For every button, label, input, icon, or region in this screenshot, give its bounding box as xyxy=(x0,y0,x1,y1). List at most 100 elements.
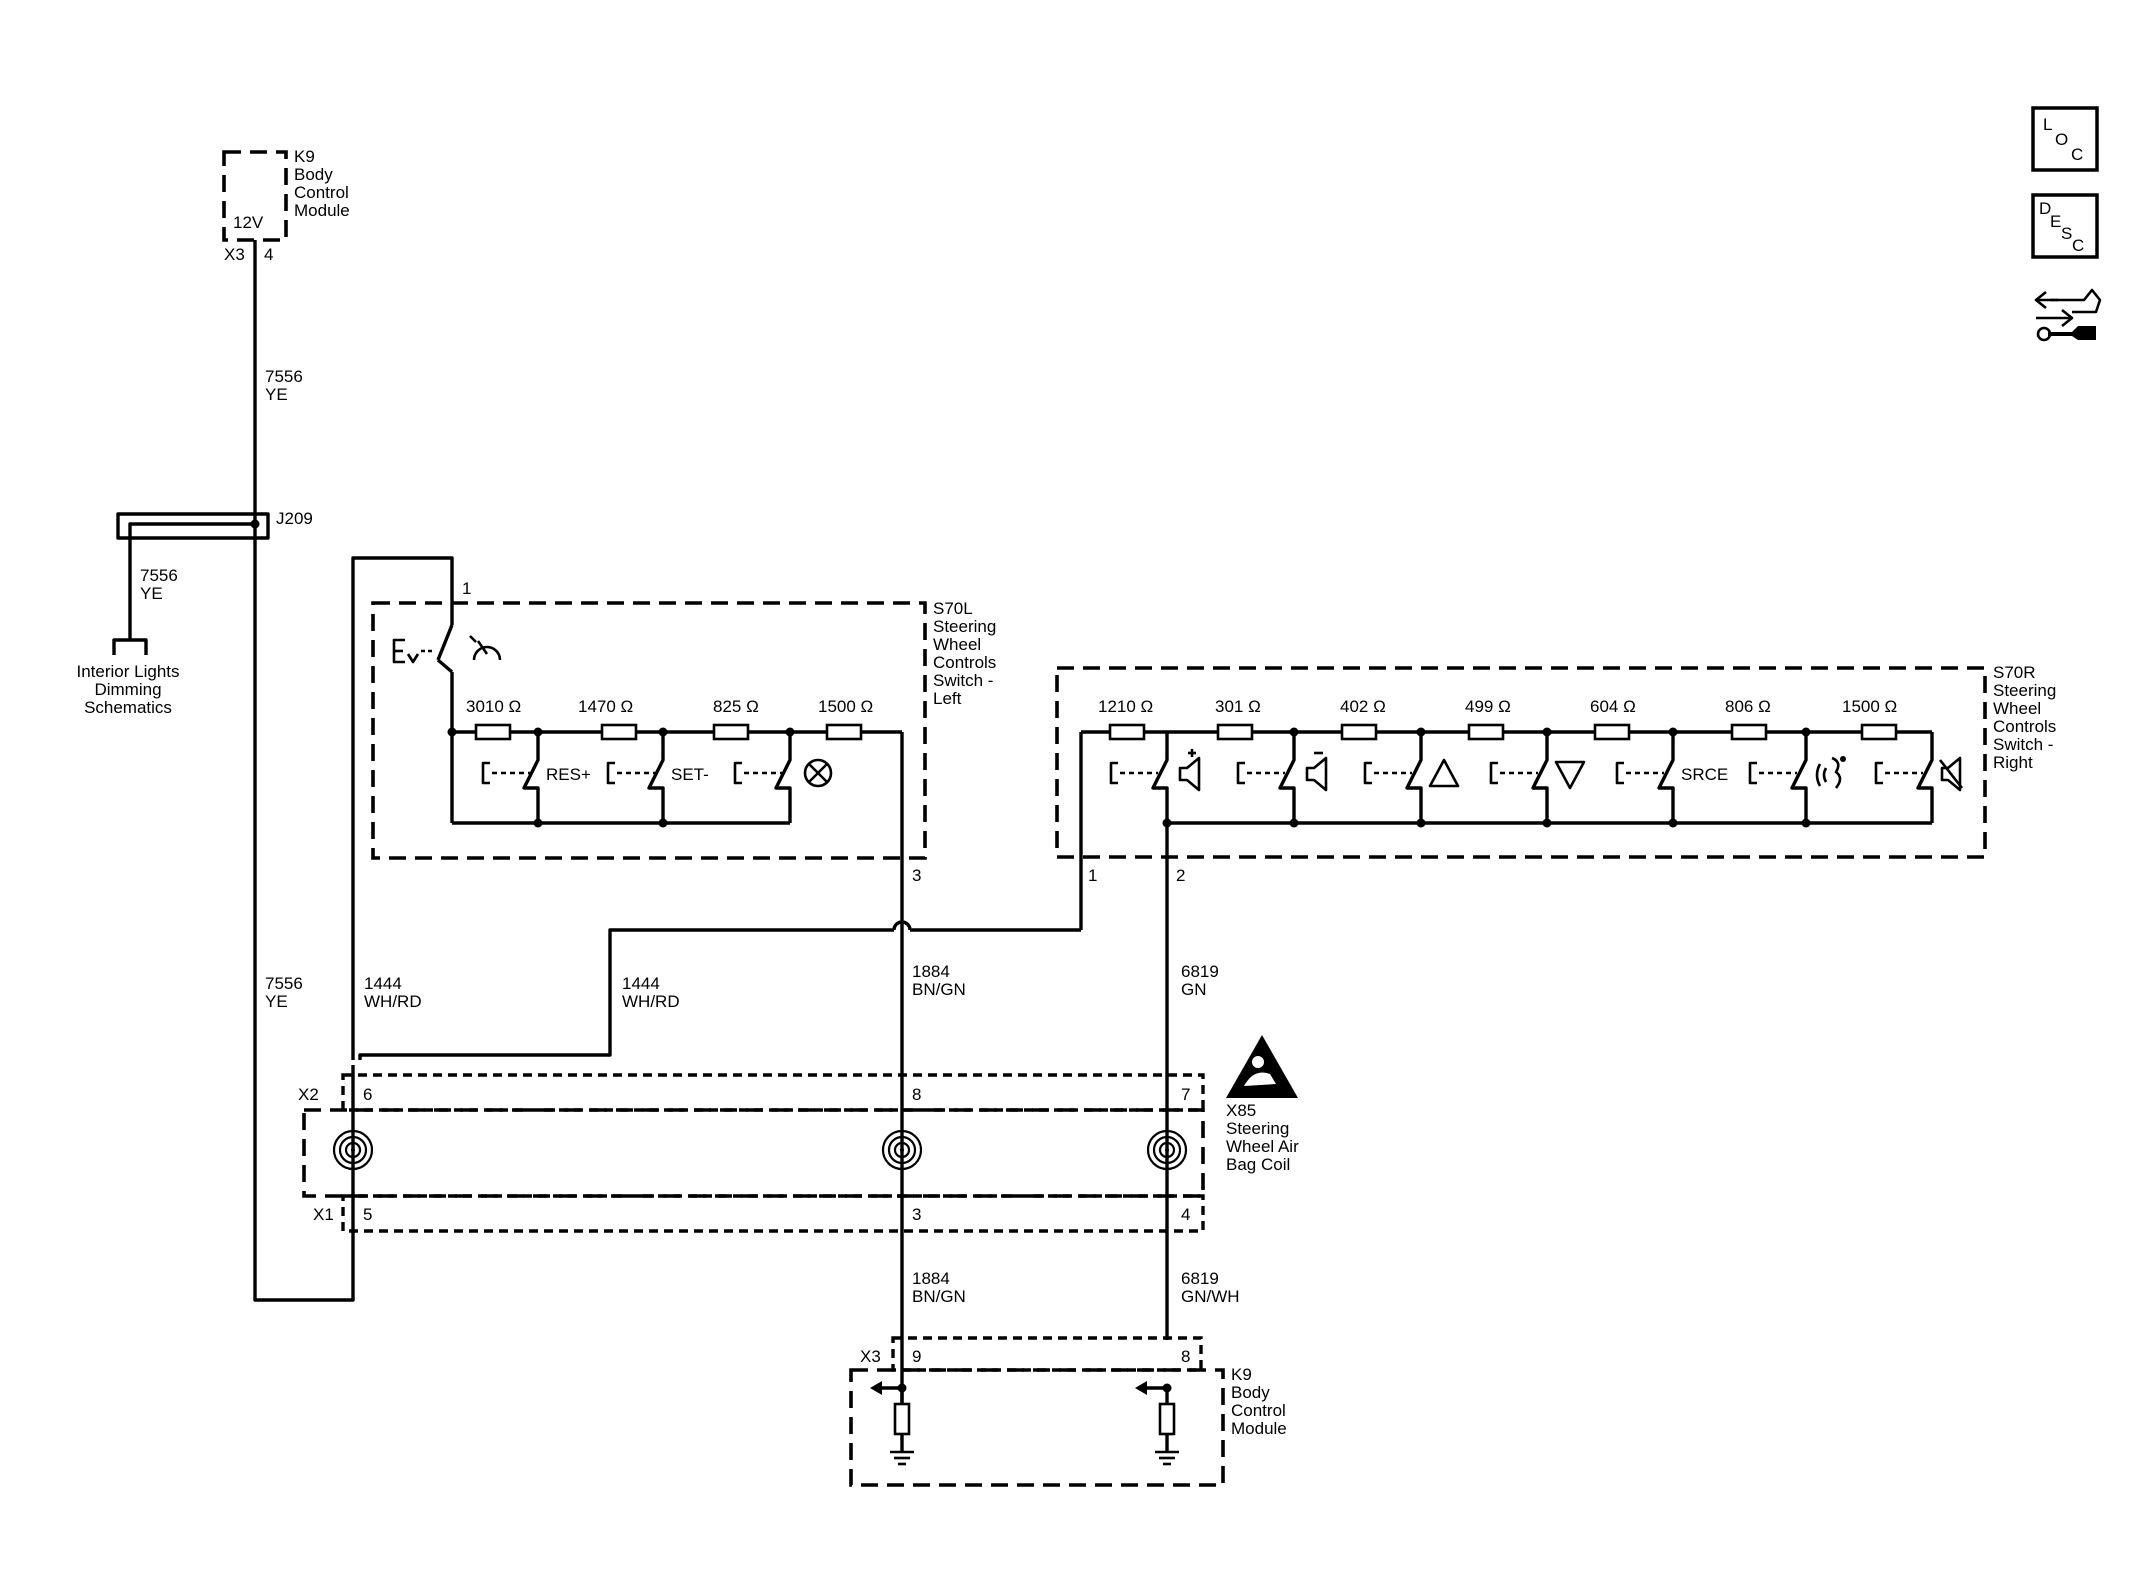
k9-bottom-connector xyxy=(891,1336,1203,1372)
s70l-res-label-3: 825 Ω xyxy=(713,697,759,716)
s70l-resistor-3 xyxy=(712,723,750,741)
s70l-outline xyxy=(371,601,927,860)
wire-1884-top-circuit: 1884 xyxy=(912,962,950,981)
x85-x2-pin-8: 8 xyxy=(912,1085,921,1104)
interior-lights-reference[interactable]: Interior Lights Dimming Schematics xyxy=(77,638,180,717)
s70r-pin-2: 2 xyxy=(1176,866,1185,885)
k9-top-pin: 4 xyxy=(264,245,273,264)
s70l-name: S70L xyxy=(933,599,973,618)
wire-crossover-hop xyxy=(892,920,912,931)
k9-bottom-pin-8: 8 xyxy=(1181,1347,1190,1366)
s70r-switch-mute xyxy=(1874,731,1934,823)
s70l-switch-left: S70L Steering Wheel Controls Switch - Le… xyxy=(351,556,996,1060)
s70l-desc-2: Wheel xyxy=(933,635,981,654)
reference-bracket-icon xyxy=(112,638,148,655)
wire-1884-top-color: BN/GN xyxy=(912,980,966,999)
loc-letter-l: L xyxy=(2043,115,2052,134)
x85-airbag-coil: X2 6 8 7 X1 5 3 4 X85 Steering Wheel Air… xyxy=(298,1035,1299,1233)
s70r-outline xyxy=(1055,666,1987,859)
k9-top-connector: X3 xyxy=(224,245,245,264)
cruise-speedometer-icon xyxy=(469,635,502,661)
wire-6819-top-color: GN xyxy=(1181,980,1207,999)
wire-1444-a-color: WH/RD xyxy=(364,992,422,1011)
s70r-switch-up xyxy=(1363,727,1426,828)
s70r-resistor-7 xyxy=(1860,723,1898,741)
x85-desc-1: Steering xyxy=(1226,1119,1289,1138)
wire-1884-bot-circuit: 1884 xyxy=(912,1269,950,1288)
s70l-switch-res-plus xyxy=(481,727,543,828)
cruise-switch-link xyxy=(436,658,454,674)
s70r-switch-voice xyxy=(1748,727,1811,828)
x85-coil-body xyxy=(302,1108,1205,1198)
s70r-res-label-2: 301 Ω xyxy=(1215,697,1261,716)
desc-letter-d: D xyxy=(2039,199,2051,218)
desc-button[interactable]: D E S C xyxy=(2031,193,2099,259)
cancel-icon xyxy=(803,758,833,788)
wire-1444-a-circuit: 1444 xyxy=(364,974,402,993)
wire-1444-b-color: WH/RD xyxy=(622,992,680,1011)
x85-x1-connector xyxy=(341,1194,1205,1233)
k9-bottom-connector-label: X3 xyxy=(860,1347,881,1366)
k9-bottom-desc-2: Control xyxy=(1231,1401,1286,1420)
wire-1884-bot-color: BN/GN xyxy=(912,1287,966,1306)
s70r-desc-5: Right xyxy=(1993,753,2033,772)
loc-letter-c: C xyxy=(2071,145,2083,164)
ground-icon xyxy=(1155,1450,1179,1466)
wire-7556-branch-circuit: 7556 xyxy=(140,566,178,585)
splice-junction-dot xyxy=(250,519,260,529)
x85-x2-label: X2 xyxy=(298,1085,319,1104)
wire-7556-top-circuit: 7556 xyxy=(265,367,303,386)
s70r-resistor-5 xyxy=(1593,723,1631,741)
s70l-desc-4: Switch - xyxy=(933,671,993,690)
x85-x1-pin-5: 5 xyxy=(363,1205,372,1224)
x85-x2-connector xyxy=(341,1073,1205,1112)
s70r-resistor-6 xyxy=(1730,723,1768,741)
x85-x2-pin-7: 7 xyxy=(1181,1085,1190,1104)
k9-bottom-name: K9 xyxy=(1231,1365,1252,1384)
desc-letter-s: S xyxy=(2061,224,2072,243)
down-arrow-icon xyxy=(1554,760,1586,790)
s70r-desc-3: Controls xyxy=(1993,717,2056,736)
coil-spiral-icon xyxy=(332,1129,374,1171)
coil-spiral-icon xyxy=(881,1129,923,1171)
s70r-res-label-1: 1210 Ω xyxy=(1098,697,1153,716)
s70r-desc-1: Steering xyxy=(1993,681,2056,700)
wire-1444-s70l-feed xyxy=(351,556,454,1060)
s70r-resistor-3 xyxy=(1340,723,1378,741)
k9-module-top: 12V K9 Body Control Module X3 4 xyxy=(222,147,350,264)
s70l-pin-1: 1 xyxy=(462,579,471,598)
wire-6819-top-circuit: 6819 xyxy=(1181,962,1219,981)
k9-input-pin-9 xyxy=(870,1381,911,1452)
k9-top-name: K9 xyxy=(294,147,315,166)
s70r-desc-2: Wheel xyxy=(1993,699,2041,718)
volume-up-icon xyxy=(1178,749,1201,792)
s70l-label-set-minus: SET- xyxy=(671,765,709,784)
loc-button[interactable]: L O C xyxy=(2031,106,2099,172)
k9-input-pin-8 xyxy=(1135,1381,1176,1452)
k9-bottom-outline xyxy=(849,1368,1225,1487)
s70r-desc-4: Switch - xyxy=(1993,735,2053,754)
s70l-desc-1: Steering xyxy=(933,617,996,636)
ground-icon xyxy=(890,1450,914,1466)
wire-1444-jumper xyxy=(358,928,894,1060)
s70r-res-label-4: 499 Ω xyxy=(1465,697,1511,716)
desc-letter-e: E xyxy=(2050,212,2061,231)
s70l-res-label-1: 3010 Ω xyxy=(466,697,521,716)
connector-diagnostic-icon[interactable] xyxy=(2030,274,2102,350)
mute-icon xyxy=(1938,756,1964,792)
loc-letter-o: O xyxy=(2055,130,2068,149)
x85-x1-pin-4: 4 xyxy=(1181,1205,1190,1224)
splice-j209-box xyxy=(116,512,270,540)
volume-down-icon xyxy=(1305,751,1328,792)
wire-6819-bot-color: GN/WH xyxy=(1181,1287,1240,1306)
voice-command-icon xyxy=(1815,756,1846,789)
s70r-switch-right: S70R Steering Wheel Controls Switch - Ri… xyxy=(1055,663,2056,1340)
s70l-node-0 xyxy=(447,727,457,737)
x85-name: X85 xyxy=(1226,1101,1256,1120)
wire-7556-left-circuit: 7556 xyxy=(265,974,303,993)
k9-top-outline xyxy=(222,150,288,242)
cruise-switch-blade xyxy=(436,624,454,661)
wire-6819-bot-circuit: 6819 xyxy=(1181,1269,1219,1288)
interior-ref-line-3: Schematics xyxy=(84,698,172,717)
splice-branch-wire xyxy=(128,522,255,640)
